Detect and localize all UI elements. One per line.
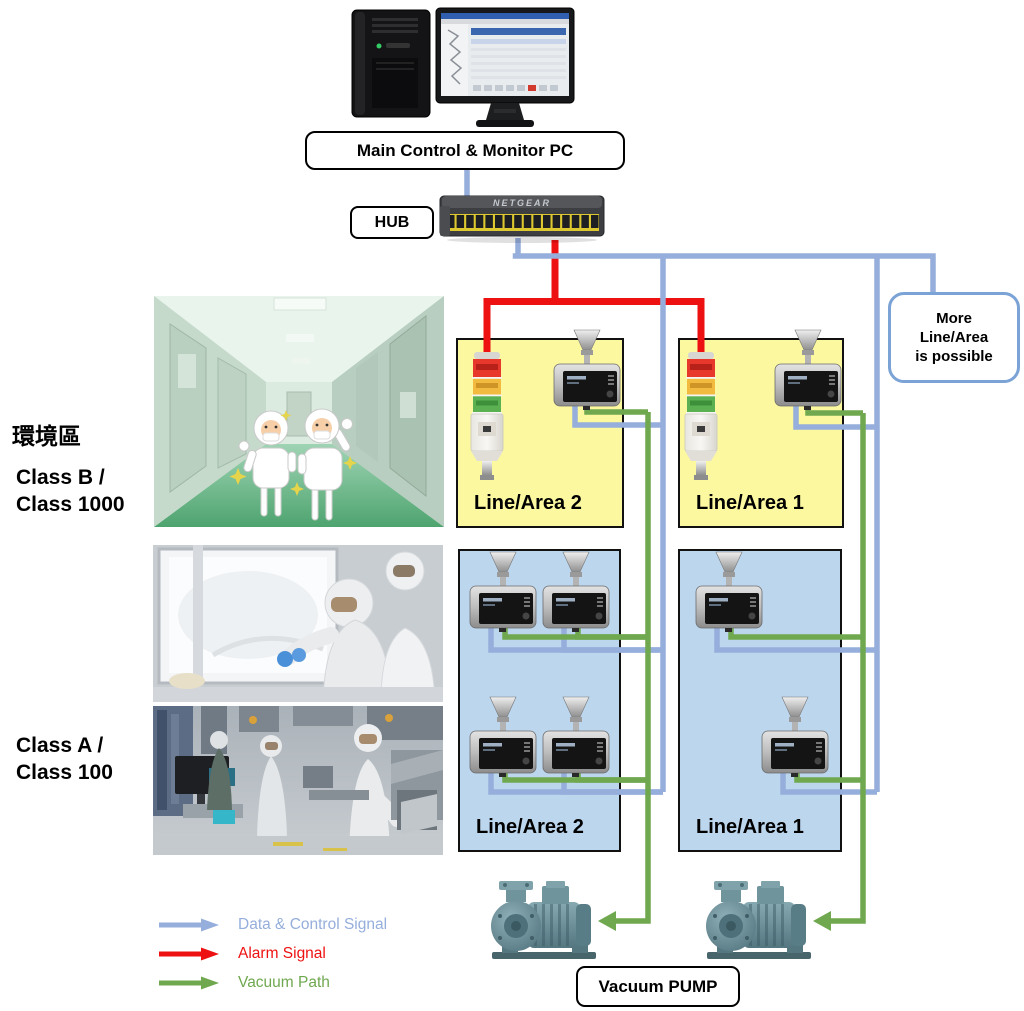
callout-line: Line/Area xyxy=(919,329,989,346)
cartoon-worker-icon xyxy=(238,410,297,517)
hub-label: HUB xyxy=(350,206,434,239)
callout-line: More xyxy=(936,310,972,327)
area-label: Line/Area 1 xyxy=(696,492,804,514)
class-a-line1: Class A / xyxy=(16,734,104,757)
worker-silhouette xyxy=(207,731,232,810)
legend: Data & Control Signal Alarm Signal Vacuu… xyxy=(157,914,387,1001)
area-classb-line1: Line/Area 1 xyxy=(678,338,844,528)
worker-silhouette xyxy=(257,735,287,836)
class-b-line1: Class B / xyxy=(16,466,105,489)
production-line-photo xyxy=(153,706,443,855)
cleanroom-workbench-photo xyxy=(153,545,443,702)
sparkle-icon xyxy=(229,410,357,496)
blue-arrow-icon xyxy=(159,918,219,932)
legend-label-alarm: Alarm Signal xyxy=(238,945,326,962)
cartoon-worker-icon xyxy=(297,408,353,521)
legend-label-data: Data & Control Signal xyxy=(238,916,388,933)
network-switch-icon: NETGEAR xyxy=(439,195,605,243)
vacuum-pump-label: Vacuum PUMP xyxy=(576,966,740,1007)
vacuum-pump-icon xyxy=(706,881,811,959)
class-b-line2: Class 1000 xyxy=(16,493,125,516)
legend-row-alarm: Alarm Signal xyxy=(157,943,387,965)
worker-silhouette xyxy=(277,578,392,702)
cleanroom-corridor-photo xyxy=(154,296,444,527)
hub-label-text: HUB xyxy=(374,213,410,231)
area-classa-line2: Line/Area 2 xyxy=(458,549,621,852)
monitor-icon xyxy=(435,7,575,127)
area-label: Line/Area 2 xyxy=(476,816,584,838)
vacuum-pump-label-text: Vacuum PUMP xyxy=(598,976,718,996)
red-arrow-icon xyxy=(159,947,219,961)
vacuum-arrowhead xyxy=(598,911,616,931)
worker-silhouette xyxy=(380,551,436,702)
green-arrow-icon xyxy=(159,976,219,990)
legend-row-data: Data & Control Signal xyxy=(157,914,387,936)
vacuum-pump-icon xyxy=(491,881,596,959)
area-label: Line/Area 2 xyxy=(474,492,582,514)
area-classb-line2: Line/Area 2 xyxy=(456,338,624,528)
area-classa-line1: Line/Area 1 xyxy=(678,549,842,852)
vacuum-arrowhead xyxy=(813,911,831,931)
control-pc-icon xyxy=(351,9,431,118)
more-linearea-callout: More Line/Area is possible xyxy=(888,292,1020,383)
main-pc-label-text: Main Control & Monitor PC xyxy=(356,140,574,160)
area-label: Line/Area 1 xyxy=(696,816,804,838)
class-b-label: Class B / Class 1000 xyxy=(16,464,125,518)
env-area-label: 環境區 xyxy=(12,423,81,449)
legend-row-vacuum: Vacuum Path xyxy=(157,972,387,994)
class-a-line2: Class 100 xyxy=(16,761,113,784)
callout-line: is possible xyxy=(915,348,993,365)
switch-brand-label: NETGEAR xyxy=(493,198,551,208)
main-pc-label: Main Control & Monitor PC xyxy=(305,131,625,170)
legend-label-vacuum: Vacuum Path xyxy=(238,974,330,991)
class-a-label: Class A / Class 100 xyxy=(16,732,113,786)
